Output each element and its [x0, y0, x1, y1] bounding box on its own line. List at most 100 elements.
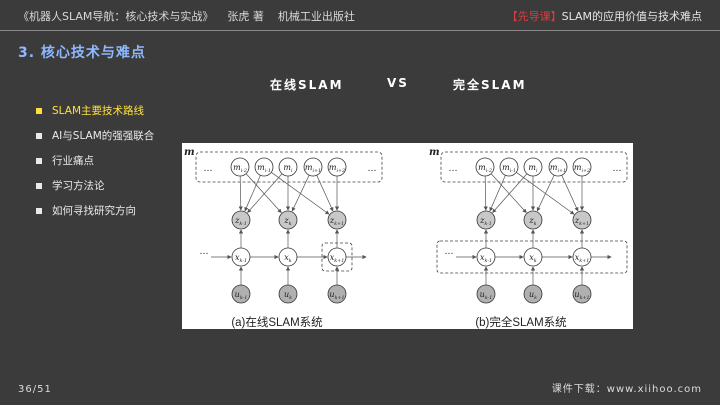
- caption-online-slam: (a)在线SLAM系统: [231, 315, 323, 329]
- menu-item-ai-slam[interactable]: AI与SLAM的强强联合: [36, 123, 186, 148]
- observation-node-circle: [231, 210, 251, 230]
- menu-item-label: 行业痛点: [52, 155, 94, 167]
- state-node-label: xk-1: [480, 253, 492, 264]
- landmark-observation-arrow: [316, 175, 334, 212]
- landmark-observation-arrow: [245, 173, 282, 214]
- compare-left-label: 在线SLAM: [270, 78, 344, 92]
- landmark-observation-arrow: [489, 175, 506, 212]
- observation-node-circle: [278, 210, 298, 230]
- landmark-observation-arrow: [247, 173, 283, 214]
- menu-item-pain-points[interactable]: 行业痛点: [36, 148, 186, 173]
- lesson-tag: 【先导课】: [506, 10, 562, 23]
- landmark-observation-arrow: [483, 175, 488, 211]
- landmark-node-label: mi+1: [305, 163, 321, 174]
- control-node-label: uk+1: [329, 290, 344, 301]
- menu-item-slam-routes[interactable]: SLAM主要技术路线: [36, 98, 186, 123]
- landmark-observation-arrow: [492, 173, 528, 214]
- observation-node-label: zk+1: [574, 216, 589, 227]
- landmark-observation-arrow: [244, 175, 261, 212]
- control-node-label: uk-1: [480, 290, 493, 301]
- landmark-observation-arrow: [561, 175, 579, 212]
- observation-node-circle: [476, 210, 496, 230]
- trajectory-box: [436, 240, 628, 274]
- map-group-box: [440, 151, 628, 183]
- landmark-node-label: mi-1: [257, 163, 271, 174]
- ellipsis-right: …: [368, 164, 377, 174]
- menu-item-methodology[interactable]: 学习方法论: [36, 173, 186, 198]
- menu-item-label: SLAM主要技术路线: [52, 105, 144, 117]
- state-ellipsis-left: …: [200, 247, 209, 257]
- bullet-icon: [36, 132, 42, 139]
- header-divider: [0, 30, 720, 31]
- observation-node-label: zk: [283, 216, 291, 227]
- landmark-node-label: mi+2: [574, 163, 590, 174]
- observation-node-label: zk-1: [234, 216, 247, 227]
- control-node-label: uk: [284, 290, 292, 301]
- landmark-node-circle: [499, 157, 519, 177]
- page-number: 36/51: [18, 384, 52, 395]
- download-link[interactable]: 课件下载：www.xiihoo.com: [551, 384, 702, 395]
- state-node-label: xk+1: [575, 253, 590, 264]
- bullet-icon: [36, 182, 42, 189]
- state-node-label: xk: [529, 253, 537, 264]
- landmark-observation-arrow: [516, 172, 575, 215]
- header-book-info: 《机器人SLAM导航：核心技术与实战》 张虎 著 机械工业出版社: [18, 8, 355, 24]
- ellipsis-right: …: [613, 164, 622, 174]
- bullet-icon: [36, 107, 42, 114]
- state-ellipsis-left: …: [445, 247, 454, 257]
- menu-item-label: 如何寻找研究方向: [52, 205, 136, 217]
- author: 张虎 著: [227, 10, 264, 23]
- landmark-observation-arrow: [536, 174, 555, 212]
- slam-diagram-figure: m … … mi-2 mi-1 mi mi+1 mi+2 zk-1 zk zk+1 xk-1 xk xk+…: [182, 143, 633, 329]
- state-node-label: xk+1: [330, 253, 345, 264]
- lesson-title: SLAM的应用价值与技术难点: [561, 10, 702, 23]
- ellipsis-left: …: [204, 164, 213, 174]
- menu-item-label: 学习方法论: [52, 180, 105, 192]
- landmark-node-circle: [303, 157, 323, 177]
- publisher: 机械工业出版社: [277, 10, 355, 23]
- landmark-node-label: mi: [283, 163, 293, 174]
- menu-item-research-direction[interactable]: 如何寻找研究方向: [36, 198, 186, 223]
- bullet-icon: [36, 207, 42, 214]
- section-title: 3. 核心技术与难点: [18, 45, 146, 61]
- landmark-node-label: mi-2: [478, 163, 492, 174]
- landmark-observation-arrow: [238, 175, 243, 211]
- landmark-observation-arrow: [490, 173, 527, 214]
- landmark-node-label: mi: [528, 163, 538, 174]
- full-slam-diagram: m … … mi-2 mi-1 mi mi+1 mi+2 zk-1 zk zk+1 xk-1 xk xk+…: [429, 147, 628, 304]
- observation-node-label: zk: [528, 216, 536, 227]
- state-node-label: xk-1: [235, 253, 247, 264]
- landmark-node-circle: [254, 157, 274, 177]
- landmark-node-circle: [475, 157, 495, 177]
- bullet-icon: [36, 157, 42, 164]
- observation-node-circle: [327, 210, 347, 230]
- slam-graph-svg: m … … mi-2 mi-1 mi mi+1 mi+2 zk-1 zk zk+1 xk-1 xk xk+…: [184, 147, 628, 329]
- compare-vs-label: VS: [387, 76, 409, 90]
- map-group-box: [195, 151, 383, 183]
- observation-node-label: zk-1: [479, 216, 492, 227]
- control-node-label: uk-1: [235, 290, 248, 301]
- landmark-node-label: mi+1: [550, 163, 566, 174]
- book-title: 《机器人SLAM导航：核心技术与实战》: [18, 10, 214, 23]
- map-label: m: [184, 147, 195, 158]
- landmark-observation-arrow: [291, 174, 310, 212]
- control-node-label: uk: [529, 290, 537, 301]
- landmark-node-label: mi-1: [502, 163, 516, 174]
- caption-full-slam: (b)完全SLAM系统: [475, 315, 567, 329]
- observation-node-circle: [523, 210, 543, 230]
- landmark-node-circle: [230, 157, 250, 177]
- current-state-box: [321, 242, 353, 272]
- map-label: m: [429, 147, 440, 158]
- observation-node-circle: [572, 210, 592, 230]
- landmark-node-circle: [548, 157, 568, 177]
- ellipsis-left: …: [449, 164, 458, 174]
- landmark-node-label: mi+2: [329, 163, 345, 174]
- observation-node-label: zk+1: [329, 216, 344, 227]
- header-lesson-info: 【先导课】SLAM的应用价值与技术难点: [507, 8, 702, 24]
- control-node-label: uk+1: [574, 290, 589, 301]
- menu-item-label: AI与SLAM的强强联合: [52, 130, 155, 142]
- compare-right-label: 完全SLAM: [453, 78, 527, 92]
- landmark-node-label: mi-2: [233, 163, 247, 174]
- topic-menu: SLAM主要技术路线 AI与SLAM的强强联合 行业痛点 学习方法论 如何寻找研…: [36, 98, 186, 223]
